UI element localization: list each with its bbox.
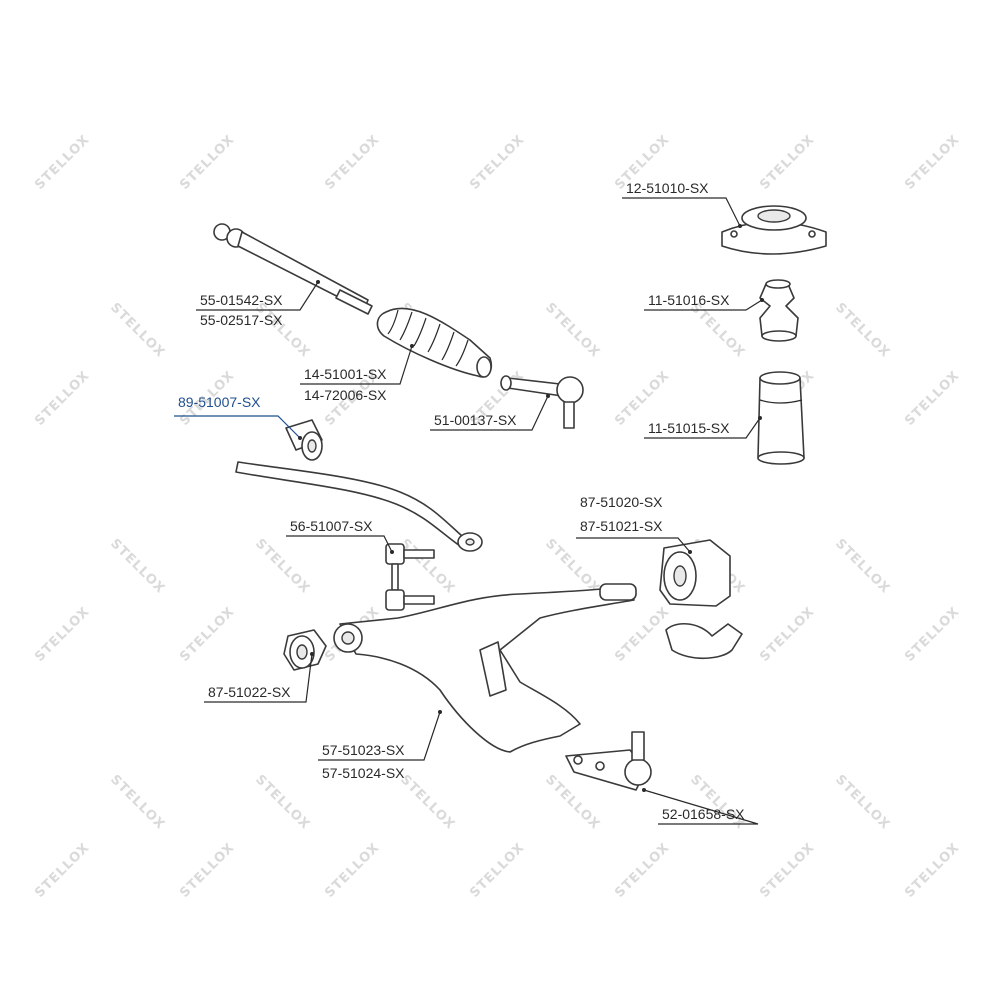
watermark-text: STELLOX xyxy=(252,536,313,597)
dust-boot-drawing[interactable] xyxy=(757,371,805,465)
label-arm-bushing-rear-2[interactable]: 87-51021-SX xyxy=(580,518,663,534)
label-arm-bushing-front[interactable]: 87-51022-SX xyxy=(208,684,291,700)
watermark-text: STELLOX xyxy=(397,772,458,833)
watermark-text: STELLOX xyxy=(612,604,673,665)
watermark-text: STELLOX xyxy=(322,840,383,901)
label-steering-boot-2[interactable]: 14-72006-SX xyxy=(304,387,387,403)
watermark-text: STELLOX xyxy=(542,772,603,833)
watermark-text: STELLOX xyxy=(757,840,818,901)
label-control-arm-2[interactable]: 57-51024-SX xyxy=(322,765,405,781)
watermark-text: STELLOX xyxy=(32,132,93,193)
label-tie-rod-2[interactable]: 55-02517-SX xyxy=(200,312,283,328)
watermark-text: STELLOX xyxy=(107,536,168,597)
watermark-text: STELLOX xyxy=(107,300,168,361)
watermark-text: STELLOX xyxy=(902,840,963,901)
label-stabilizer-link[interactable]: 56-51007-SX xyxy=(290,518,373,534)
watermark-text: STELLOX xyxy=(467,132,528,193)
watermark-text: STELLOX xyxy=(902,132,963,193)
watermark-text: STELLOX xyxy=(322,132,383,193)
watermark-text: STELLOX xyxy=(832,300,893,361)
watermark-text: STELLOX xyxy=(832,536,893,597)
watermark-text: STELLOX xyxy=(902,368,963,429)
label-stabilizer-bushing[interactable]: 89-51007-SX xyxy=(178,394,261,410)
watermark-text: STELLOX xyxy=(612,840,673,901)
label-arm-bushing-rear-1[interactable]: 87-51020-SX xyxy=(580,494,663,510)
label-tie-rod-1[interactable]: 55-01542-SX xyxy=(200,292,283,308)
steering-boot-drawing[interactable] xyxy=(376,307,493,378)
watermark-text: STELLOX xyxy=(107,772,168,833)
watermark-text: STELLOX xyxy=(757,604,818,665)
tie-rod-end-drawing[interactable] xyxy=(500,375,584,429)
watermark-text: STELLOX xyxy=(467,840,528,901)
control-arm-drawing[interactable] xyxy=(333,583,637,753)
tie-rod-drawing[interactable] xyxy=(213,223,373,315)
watermark-text: STELLOX xyxy=(542,300,603,361)
watermark-text: STELLOX xyxy=(757,132,818,193)
watermark-text: STELLOX xyxy=(177,840,238,901)
arm-bushing-rear-drawing[interactable] xyxy=(659,539,743,660)
watermark-text: STELLOX xyxy=(687,300,748,361)
stabilizer-bar-drawing[interactable] xyxy=(235,461,483,552)
label-strut-mount[interactable]: 12-51010-SX xyxy=(626,180,709,196)
watermark-text: STELLOX xyxy=(177,132,238,193)
label-steering-boot-1[interactable]: 14-51001-SX xyxy=(304,366,387,382)
stabilizer-bushing-drawing[interactable] xyxy=(285,419,323,461)
watermark-text: STELLOX xyxy=(32,368,93,429)
ball-joint-drawing[interactable] xyxy=(565,731,652,791)
watermark-text: STELLOX xyxy=(397,536,458,597)
label-ball-joint[interactable]: 52-01658-SX xyxy=(662,806,745,822)
watermark-text: STELLOX xyxy=(252,300,313,361)
label-bump-stop[interactable]: 11-51016-SX xyxy=(648,292,730,308)
watermark-text: STELLOX xyxy=(542,536,603,597)
watermark-text: STELLOX xyxy=(832,772,893,833)
watermark-text: STELLOX xyxy=(32,840,93,901)
stabilizer-link-drawing[interactable] xyxy=(385,543,435,611)
strut-mount-drawing[interactable] xyxy=(721,205,827,255)
label-control-arm-1[interactable]: 57-51023-SX xyxy=(322,742,405,758)
label-tie-rod-end[interactable]: 51-00137-SX xyxy=(434,412,517,428)
leader-lines xyxy=(174,197,764,825)
arm-bushing-front-drawing[interactable] xyxy=(283,629,327,671)
watermark-text: STELLOX xyxy=(252,772,313,833)
label-dust-boot[interactable]: 11-51015-SX xyxy=(648,420,730,436)
watermark-text: STELLOX xyxy=(32,604,93,665)
bump-stop-drawing[interactable] xyxy=(759,279,799,342)
watermark-text: STELLOX xyxy=(902,604,963,665)
watermark-text: STELLOX xyxy=(177,604,238,665)
